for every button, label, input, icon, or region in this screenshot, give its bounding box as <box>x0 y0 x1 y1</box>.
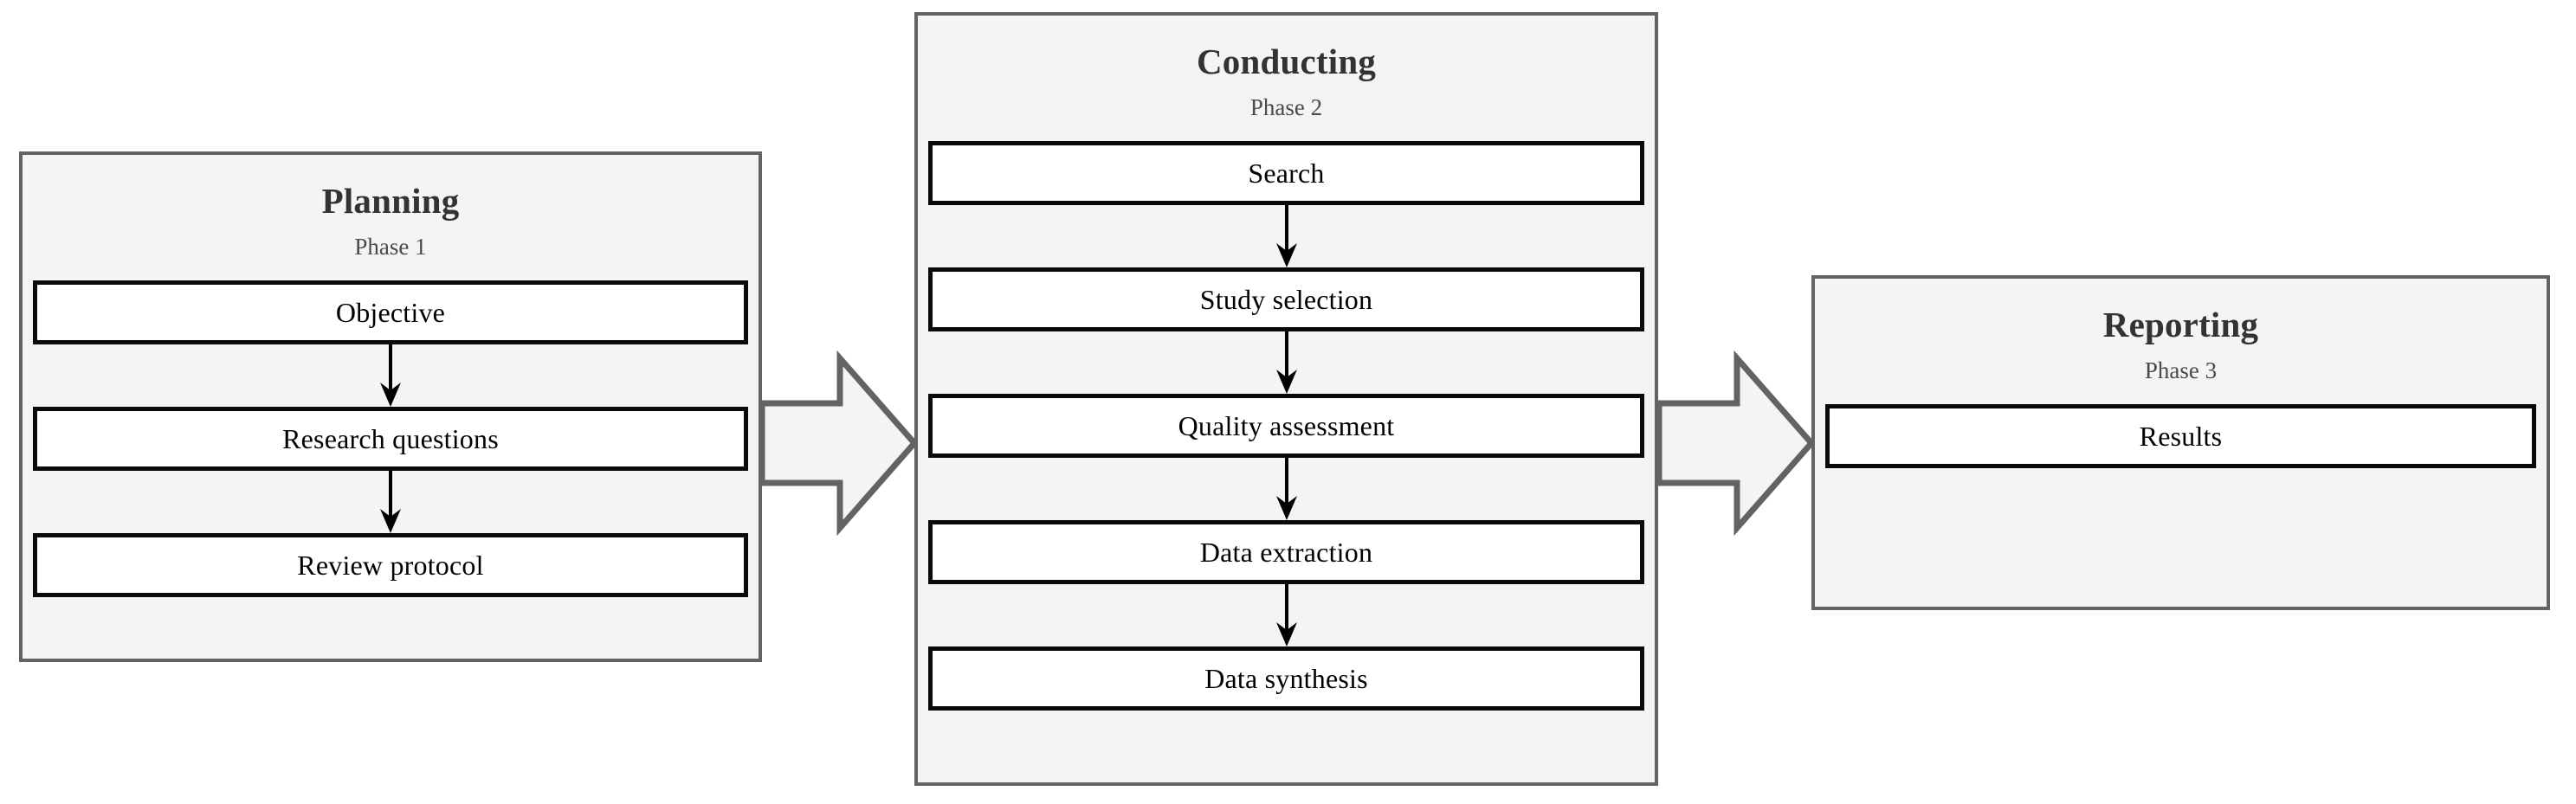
step-label: Objective <box>335 297 446 328</box>
down-arrow-icon <box>1275 205 1297 267</box>
step-box-data-extraction[interactable]: Data extraction <box>928 520 1644 584</box>
step-connector <box>928 205 1644 267</box>
phase-panel-planning: Planning Phase 1 Objective Research ques… <box>19 151 762 662</box>
step-label: Data synthesis <box>1204 663 1368 694</box>
down-arrow-icon <box>1275 331 1297 394</box>
down-arrow-icon <box>380 344 401 407</box>
phase-panel-conducting: Conducting Phase 2 Search Study selectio… <box>914 12 1658 786</box>
step-box-research-questions[interactable]: Research questions <box>33 407 748 471</box>
step-label: Data extraction <box>1199 537 1373 568</box>
step-label: Review protocol <box>297 550 484 581</box>
phase-subtitle-reporting: Phase 3 <box>2144 357 2218 383</box>
step-connector <box>33 471 748 533</box>
step-label: Quality assessment <box>1178 410 1395 441</box>
step-connector <box>928 584 1644 646</box>
phase-title-planning: Planning <box>321 181 460 221</box>
step-box-data-synthesis[interactable]: Data synthesis <box>928 646 1644 711</box>
step-connector <box>33 344 748 407</box>
step-box-objective[interactable]: Objective <box>33 280 748 344</box>
phase-title-reporting: Reporting <box>2102 305 2259 344</box>
down-arrow-icon <box>380 471 401 533</box>
step-stack-reporting: Results <box>1825 404 2536 468</box>
step-box-search[interactable]: Search <box>928 141 1644 205</box>
step-label: Search <box>1248 158 1325 189</box>
step-stack-planning: Objective Research questions Review prot… <box>33 280 748 597</box>
phase-subtitle-planning: Phase 1 <box>354 234 427 260</box>
step-box-results[interactable]: Results <box>1825 404 2536 468</box>
block-arrow-right-icon <box>1656 350 1815 537</box>
step-stack-conducting: Search Study selection Quality assessmen… <box>928 141 1644 711</box>
step-label: Results <box>2139 421 2223 452</box>
block-arrow-right-icon <box>759 350 918 537</box>
phase-panel-reporting: Reporting Phase 3 Results <box>1811 275 2550 610</box>
step-label: Study selection <box>1199 284 1373 315</box>
step-box-study-selection[interactable]: Study selection <box>928 267 1644 331</box>
down-arrow-icon <box>1275 458 1297 520</box>
phase-subtitle-conducting: Phase 2 <box>1249 94 1323 120</box>
step-label: Research questions <box>282 423 499 454</box>
phase-title-conducting: Conducting <box>1196 42 1377 81</box>
step-connector <box>928 331 1644 394</box>
step-box-quality-assessment[interactable]: Quality assessment <box>928 394 1644 458</box>
step-connector <box>928 458 1644 520</box>
step-box-review-protocol[interactable]: Review protocol <box>33 533 748 597</box>
down-arrow-icon <box>1275 584 1297 646</box>
